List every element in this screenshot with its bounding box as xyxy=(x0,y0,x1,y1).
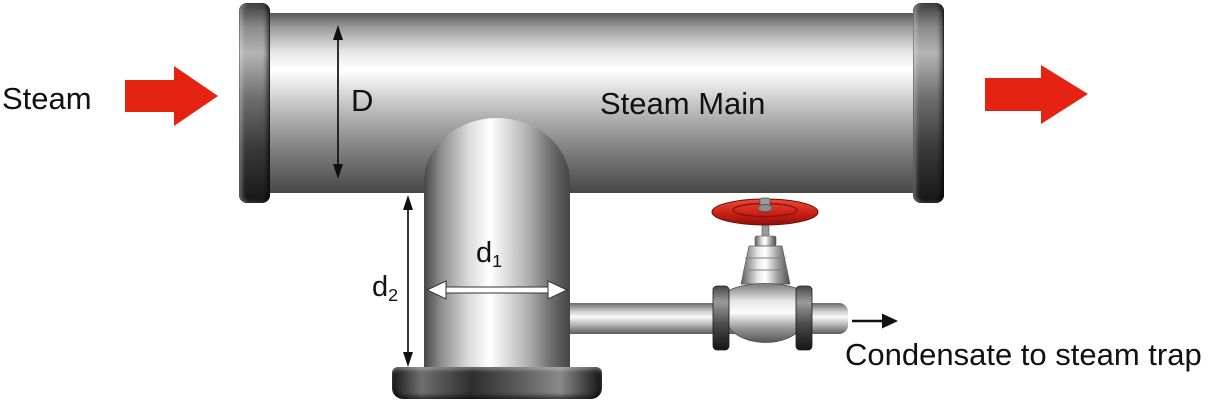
steam-flow-arrow-right xyxy=(985,65,1088,124)
condensate-outlet-label: Condensate to steam trap xyxy=(845,337,1202,372)
steam-main-right-flange xyxy=(913,3,944,203)
condensate-arrow xyxy=(852,313,898,329)
dimension-d2-arrow xyxy=(403,195,413,367)
dimension-label-d2-sub: 2 xyxy=(388,285,399,306)
valve-handwheel-hub xyxy=(757,204,773,212)
valve-left-flange xyxy=(712,285,730,351)
valve-body xyxy=(727,283,803,343)
dimension-label-d2-base: d xyxy=(372,271,389,303)
valve-right-flange xyxy=(795,285,813,351)
steam-inlet-label: Steam xyxy=(2,81,92,116)
dimension-label-d1: d1 xyxy=(476,237,503,272)
steam-main-pipe xyxy=(253,13,933,193)
steam-flow-arrow-left xyxy=(125,66,218,126)
drain-pocket-bottom-flange xyxy=(392,367,602,399)
steam-main-left-flange xyxy=(239,3,270,203)
dimension-label-d1-sub: 1 xyxy=(492,251,503,272)
steam-main-label: Steam Main xyxy=(600,86,766,121)
valve-bonnet xyxy=(740,245,791,285)
dimension-label-d1-base: d xyxy=(476,237,493,269)
dimension-label-D: D xyxy=(351,83,374,118)
valve-gland-nut xyxy=(754,235,777,247)
dimension-label-d2: d2 xyxy=(372,271,399,306)
globe-valve xyxy=(711,197,819,351)
drain-pocket xyxy=(424,118,570,370)
